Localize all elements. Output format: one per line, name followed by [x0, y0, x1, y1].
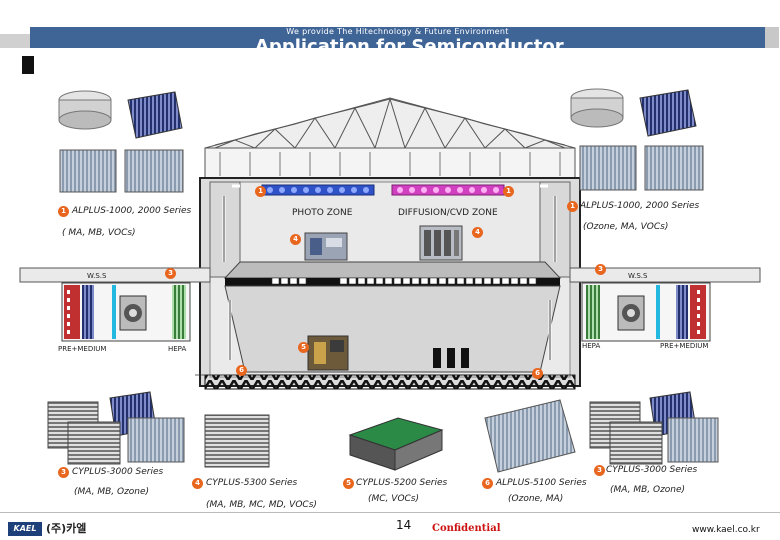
badge-wss-left: 3 [165, 268, 176, 279]
label-diffusion-zone: DIFFUSION/CVD ZONE [398, 208, 498, 218]
ahu-left [61, 282, 191, 342]
product-name-bottom-c2: CYPLUS-5200 Series [356, 478, 448, 488]
product-name-bottom-right: CYPLUS-3000 Series [606, 465, 698, 475]
label-pre-medium-left: PRE+MEDIUM [58, 345, 107, 353]
badge-subfab: 5 [298, 342, 309, 353]
product-image-top-left [58, 90, 184, 193]
foundation [204, 374, 576, 390]
badge-product-bottom-c3: 6 [482, 478, 493, 489]
product-name-bottom-left: CYPLUS-3000 Series [72, 467, 164, 477]
product-note-bottom-left: (MA, MB, Ozone) [74, 487, 150, 497]
badge-ceiling-left: 1 [255, 186, 266, 197]
product-note-bottom-c3: (Ozone, MA) [508, 494, 564, 504]
label-hepa-right: HEPA [582, 342, 601, 350]
product-name-bottom-c1: CYPLUS-5300 Series [206, 478, 298, 488]
product-name-top-left: ALPLUS-1000, 2000 Series [72, 206, 192, 216]
header-square-marker [22, 56, 34, 74]
badge-product-top-right: 1 [567, 201, 578, 212]
page-title: Application for Semiconductor [255, 37, 564, 48]
label-wss-left: W.S.S [87, 272, 107, 280]
product-image-bottom-c3 [484, 399, 576, 473]
website-link[interactable]: www.kael.co.kr [692, 525, 760, 535]
label-photo-zone: PHOTO ZONE [292, 208, 353, 218]
roof-truss [204, 97, 576, 150]
badge-return-right: 6 [532, 368, 543, 379]
label-pre-medium-right: PRE+MEDIUM [660, 342, 709, 350]
company-name: (주)카엘 [46, 522, 87, 535]
label-wss-right: W.S.S [628, 272, 648, 280]
header-accent-bar [0, 34, 30, 48]
product-name-bottom-c3: ALPLUS-5100 Series [496, 478, 587, 488]
badge-ceiling-right: 1 [503, 186, 514, 197]
badge-product-top-left: 1 [58, 206, 69, 217]
badge-photo-zone: 4 [290, 234, 301, 245]
badge-diffusion-zone: 4 [472, 227, 483, 238]
subfab-equipment [307, 335, 349, 371]
product-image-bottom-left [47, 391, 185, 465]
company-logo: KAEL [8, 522, 42, 536]
product-note-top-right: (Ozone, MA, VOCs) [583, 222, 669, 232]
badge-product-bottom-c1: 4 [192, 478, 203, 489]
product-note-top-left: ( MA, MB, VOCs) [62, 228, 136, 238]
badge-product-bottom-right: 3 [594, 465, 605, 476]
label-hepa-left: HEPA [168, 345, 187, 353]
footer-divider [0, 512, 780, 513]
header-tagline: We provide The Hitechnology & Future Env… [286, 27, 509, 36]
header-banner: We provide The Hitechnology & Future Env… [30, 27, 779, 48]
confidential-label: Confidential [432, 523, 501, 534]
product-note-bottom-c1: (MA, MB, MC, MD, VOCs) [206, 500, 317, 510]
page-number: 14 [396, 518, 412, 532]
ahu-right [581, 282, 711, 342]
product-image-bottom-c2 [348, 417, 444, 471]
diffusion-equipment [419, 225, 463, 261]
product-image-bottom-c1 [204, 414, 270, 468]
product-note-bottom-right: (MA, MB, Ozone) [610, 485, 686, 495]
photo-equipment [304, 232, 348, 261]
product-image-bottom-right [589, 391, 719, 465]
product-name-top-right: ALPLUS-1000, 2000 Series [580, 201, 700, 211]
product-image-top-right [570, 88, 704, 191]
badge-return-left: 6 [236, 365, 247, 376]
badge-product-bottom-c2: 5 [343, 478, 354, 489]
product-note-bottom-c2: (MC, VOCs) [368, 494, 420, 504]
badge-product-bottom-left: 3 [58, 467, 69, 478]
badge-wss-right: 3 [595, 264, 606, 275]
